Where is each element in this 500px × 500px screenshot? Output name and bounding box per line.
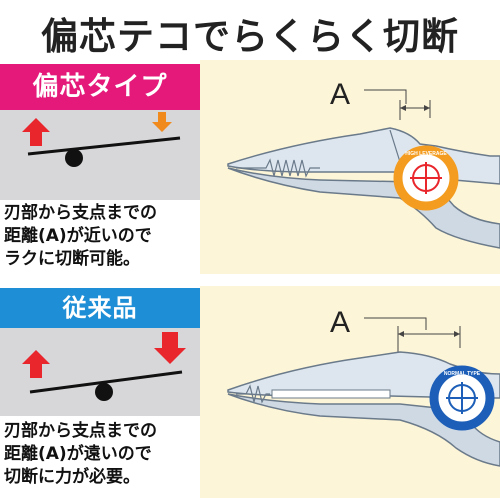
up-arrow-icon (22, 118, 50, 146)
fulcrum-ball (65, 149, 83, 167)
dimension-label: A (330, 78, 350, 111)
fulcrum-ball (95, 383, 113, 401)
description-line: ラクに切断可能。 (4, 249, 140, 269)
dimension-leader (364, 317, 427, 330)
down-arrow-small-icon (152, 112, 172, 132)
headline: 偏芯テコでらくらく切断 (41, 15, 459, 58)
description-line: 距離(A)が遠いので (4, 444, 152, 464)
offset-lever-illustration (0, 110, 200, 200)
offset-pliers-diagram: A HIGH LEVERAGE (200, 60, 500, 274)
lever-bar (29, 370, 183, 394)
down-arrow-large-icon (154, 332, 186, 364)
description-line: 切断に力が必要。 (4, 467, 140, 487)
conventional-pliers-diagram: A NORMAL TYPE (200, 286, 500, 498)
description-line: 刃部から支点までの (4, 421, 157, 441)
description-line: 刃部から支点までの (4, 203, 157, 223)
description-line: 距離(A)が近いので (4, 226, 152, 246)
pliers-lower-jaw (227, 393, 500, 467)
lever-bar (27, 136, 181, 156)
offset-description: 刃部から支点までの 距離(A)が近いので ラクに切断可能。 (4, 202, 200, 271)
conventional-type-banner: 従来品 (0, 288, 200, 328)
badge-text: NORMAL TYPE (444, 371, 481, 377)
up-arrow-icon (22, 350, 50, 378)
conventional-type-panel: 従来品 刃部から支点までの 距離(A)が遠いので 切断に力が必要。 A (0, 286, 500, 500)
dimension-leader (364, 89, 407, 104)
badge-text: HIGH LEVERAGE (405, 151, 447, 157)
conventional-lever-illustration (0, 328, 200, 416)
offset-type-panel: 偏芯タイプ 刃部から支点までの 距離(A)が近いので ラクに切断可能。 A (0, 60, 500, 282)
offset-type-banner: 偏芯タイプ (0, 64, 200, 110)
dimension-label: A (330, 306, 350, 339)
conventional-description: 刃部から支点までの 距離(A)が遠いので 切断に力が必要。 (4, 420, 200, 489)
